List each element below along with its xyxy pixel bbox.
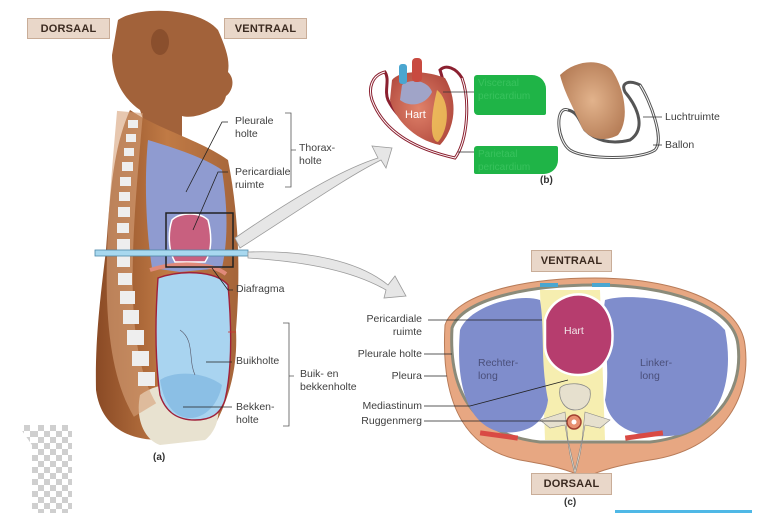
abdomen-bracket xyxy=(283,322,294,427)
label-rechter-long: Rechter-long xyxy=(478,357,519,382)
transverse-plane-marker xyxy=(94,249,249,257)
label-ruggenmerg: Ruggenmerg xyxy=(361,415,422,427)
caption-a: (a) xyxy=(153,452,166,463)
caption-b: (b) xyxy=(540,175,553,186)
right-lung-shape xyxy=(459,298,548,433)
label-pleurale-holte-c: Pleurale holte xyxy=(357,348,422,360)
vertebrae xyxy=(117,120,155,386)
leader-lines-c xyxy=(424,319,569,422)
thorax-bracket xyxy=(285,112,296,188)
heart-section-shape xyxy=(543,293,614,377)
label-thoraxholte: Thorax-holte xyxy=(299,142,336,167)
label-pleura: Pleura xyxy=(391,370,422,382)
transparency-checkerboard xyxy=(32,425,72,513)
fist-balloon-illustration xyxy=(557,62,660,159)
label-bekkenholte: Bekken-holte xyxy=(236,401,275,426)
body-figure xyxy=(95,10,239,445)
heart-region-box xyxy=(165,212,234,268)
caption-c: (c) xyxy=(564,497,577,508)
label-mediastinum: Mediastinum xyxy=(362,400,422,412)
label-linker-long: Linker-long xyxy=(640,357,673,382)
arrow-to-panel-b xyxy=(234,145,393,249)
pericardium-heart-illustration xyxy=(369,58,469,160)
orientation-dorsal-tag-a: DORSAAL xyxy=(27,18,110,39)
leader-lines-a xyxy=(183,121,236,408)
orientation-ventral-tag-c: VENTRAAL xyxy=(531,250,612,272)
label-hart-c: Hart xyxy=(564,325,584,337)
label-hart-b: Hart xyxy=(405,109,426,121)
orientation-dorsal-tag-c: DORSAAL xyxy=(531,473,612,495)
label-ballon: Ballon xyxy=(665,139,695,151)
accent-underline-bar xyxy=(615,510,752,513)
left-lung-shape xyxy=(603,297,728,437)
thorax-cross-section xyxy=(443,277,747,479)
orientation-ventral-tag-a: VENTRAAL xyxy=(224,18,307,39)
label-diafragma: Diafragma xyxy=(236,283,285,295)
arrow-to-panel-c xyxy=(247,251,407,299)
label-buikholte: Buikholte xyxy=(236,355,280,367)
label-luchtruimte: Luchtruimte xyxy=(665,111,720,123)
